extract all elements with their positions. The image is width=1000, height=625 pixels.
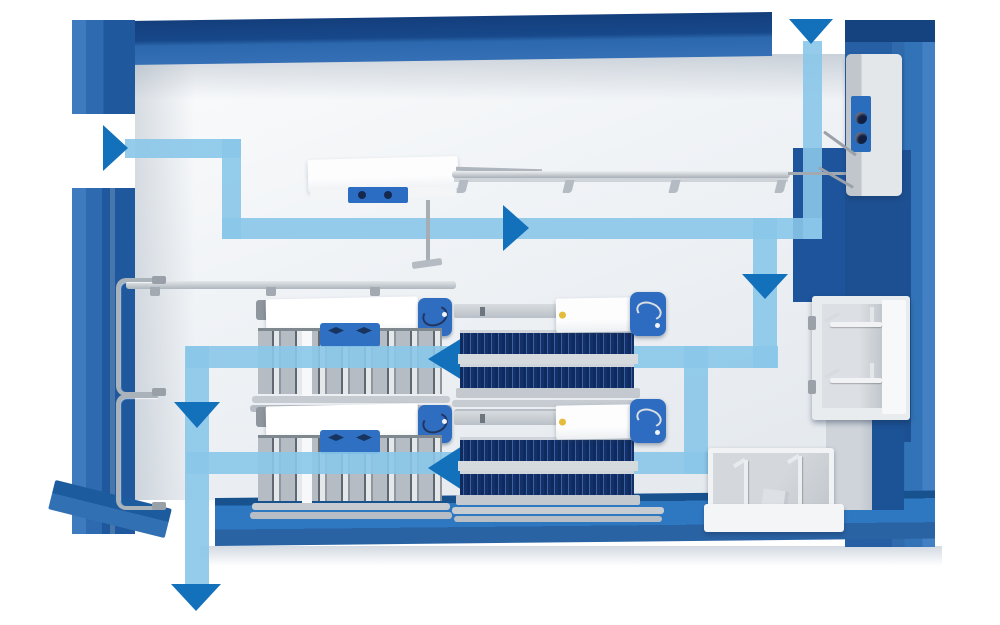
rail-clip — [266, 287, 276, 296]
faucet — [798, 456, 802, 504]
rack-base-rail — [250, 512, 452, 519]
device-blue-panel — [851, 96, 871, 152]
rail-clip — [152, 502, 166, 510]
rail-clip — [152, 388, 166, 396]
wall-guard-rails — [108, 272, 166, 514]
service-panel — [826, 404, 874, 510]
rack-base-rail — [452, 400, 664, 407]
rack-bottom-bar — [456, 388, 640, 398]
faucet — [744, 460, 748, 508]
rack-bright-divider — [302, 331, 312, 397]
table-knob — [358, 191, 366, 199]
rail-hook — [562, 180, 575, 193]
table-foot — [411, 257, 443, 270]
arrow-exit-bottom — [171, 584, 221, 611]
pullout-tray — [555, 297, 635, 333]
wall-left-lower — [72, 188, 135, 534]
rack-base-rail — [452, 507, 664, 514]
hatch-door — [882, 300, 906, 414]
rack-base-rail — [252, 503, 450, 510]
pass-through-hatch — [808, 294, 912, 422]
pullout-tray — [555, 404, 635, 440]
rack-bottom-bar — [456, 495, 640, 505]
rail-clip — [152, 276, 166, 284]
rail-hook — [456, 180, 469, 193]
tray-blue-endcap — [630, 292, 666, 336]
wall-rail-with-hooks — [452, 168, 864, 198]
rack-blue-bin — [320, 430, 380, 454]
rail-clip — [150, 287, 160, 296]
service-panel-shadow — [872, 404, 904, 510]
tray-rack-bottom — [452, 399, 666, 525]
guard-rail-upper — [116, 278, 158, 396]
hatch-interior — [822, 304, 884, 408]
rack-mid-rail — [458, 461, 638, 471]
wall-left-upper — [72, 20, 135, 114]
guard-rail-lower — [116, 394, 158, 510]
sink-unit — [704, 444, 844, 536]
yellow-dot — [558, 418, 567, 426]
rack-mid-rail — [458, 354, 638, 364]
rack-dividers — [258, 430, 442, 504]
rack-dividers — [258, 323, 442, 397]
table-knob — [384, 191, 392, 199]
rail-bar-shelf — [454, 178, 788, 182]
open-rack-top — [250, 292, 454, 416]
rail-clip — [370, 287, 380, 296]
hatch-shelf — [830, 363, 882, 383]
arrow-entry-left — [103, 125, 128, 171]
table-blue-panel — [348, 187, 408, 203]
wall-mounted-device — [817, 50, 904, 200]
blue-tray-row — [460, 437, 634, 461]
rail-hook — [668, 180, 681, 193]
blue-tray-row — [460, 330, 634, 354]
blue-tray-row — [460, 364, 634, 388]
room-floor — [135, 54, 845, 500]
rack-blue-bin — [320, 323, 380, 347]
hatch-shelf — [830, 307, 882, 327]
blue-tray-row — [460, 471, 634, 495]
sink-front-ledge — [704, 504, 844, 532]
rail-hook — [774, 180, 787, 193]
device-knob — [855, 132, 867, 144]
packing-table — [306, 154, 543, 280]
device-knob — [855, 112, 867, 124]
tray-blue-endcap — [630, 399, 666, 443]
hatch-hinge — [808, 380, 816, 394]
hatch-hinge — [808, 316, 816, 330]
rack-base-rail — [454, 516, 662, 522]
mid-wall-rail — [126, 281, 456, 296]
yellow-dot — [558, 311, 567, 319]
open-rack-bottom — [250, 399, 454, 523]
rack-base-rail — [252, 396, 450, 403]
table-leg — [426, 200, 430, 262]
rail-bar — [452, 171, 790, 178]
rack-bright-divider — [302, 438, 312, 504]
arrow-entry-top — [789, 19, 833, 44]
wall-bottom-shadow — [200, 546, 942, 566]
